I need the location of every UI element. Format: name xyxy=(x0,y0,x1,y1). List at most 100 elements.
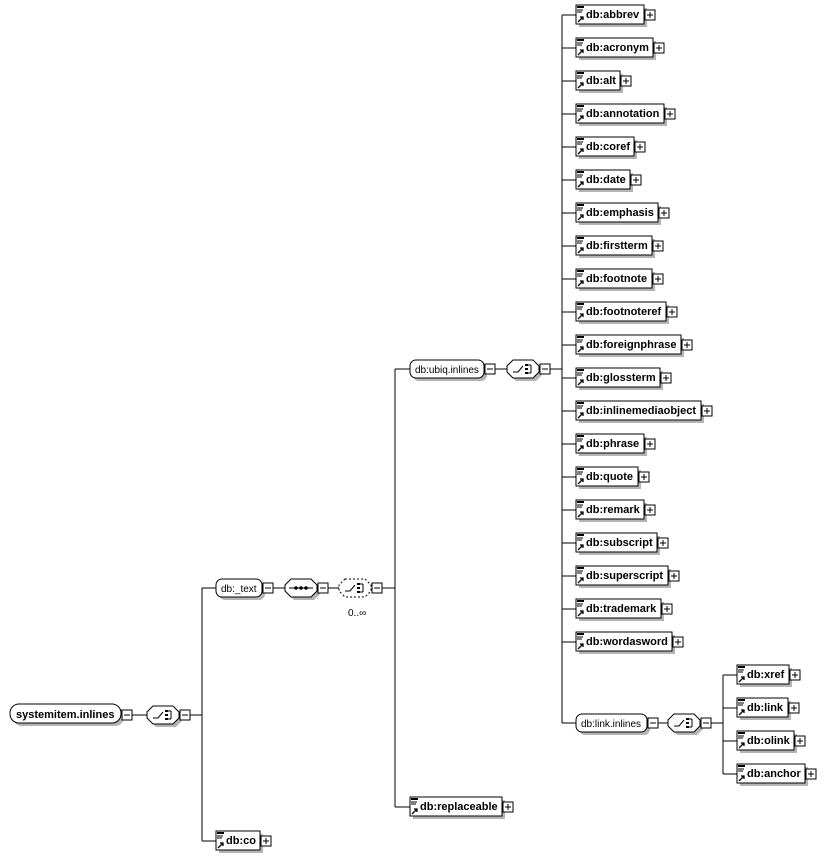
element-link[interactable]: db:link xyxy=(736,697,800,720)
choice-icon xyxy=(686,722,689,724)
element-alt-box xyxy=(575,70,621,91)
element-abbrev-label: db:abbrev xyxy=(586,9,640,21)
choice-icon xyxy=(345,584,356,592)
document-icon xyxy=(738,666,745,668)
reference-arrow-icon xyxy=(577,313,584,320)
reference-arrow-icon xyxy=(577,478,584,485)
element-wordasword[interactable]: db:wordasword xyxy=(575,631,684,654)
root-choice-body xyxy=(146,705,180,725)
element-remark[interactable]: db:remark xyxy=(575,499,656,522)
element-link-box xyxy=(736,697,789,718)
reference-arrow-icon xyxy=(577,445,584,452)
document-icon xyxy=(577,303,584,305)
root-element[interactable]: systemitem.inlines xyxy=(9,703,133,726)
element-footnote-label: db:footnote xyxy=(586,273,647,285)
element-alt-label: db:alt xyxy=(586,75,616,87)
group-link-inlines-label: db:link.inlines xyxy=(581,719,641,730)
document-icon xyxy=(738,699,745,701)
element-olink[interactable]: db:olink xyxy=(736,730,806,753)
element-trademark-box xyxy=(575,598,662,619)
document-icon xyxy=(577,369,584,371)
choice-icon xyxy=(674,719,685,727)
reference-arrow-icon xyxy=(577,181,584,188)
document-icon xyxy=(577,138,584,140)
element-trademark-label: db:trademark xyxy=(586,603,657,615)
choice-occurrence-label: 0..∞ xyxy=(348,608,366,619)
element-emphasis[interactable]: db:emphasis xyxy=(575,202,670,225)
text-sequence xyxy=(284,578,329,600)
element-quote[interactable]: db:quote xyxy=(575,466,650,489)
element-anchor[interactable]: db:anchor xyxy=(736,763,817,786)
group-text-label: db:_text xyxy=(221,584,257,595)
element-inlinemediaobject[interactable]: db:inlinemediaobject xyxy=(575,400,713,423)
element-footnote[interactable]: db:footnote xyxy=(575,268,664,291)
choice-icon xyxy=(165,714,168,716)
document-icon xyxy=(577,105,584,107)
element-abbrev-box xyxy=(575,4,645,25)
element-replaceable-label: db:replaceable xyxy=(420,801,498,813)
reference-arrow-icon xyxy=(738,709,745,716)
element-coref[interactable]: db:coref xyxy=(575,136,646,159)
element-trademark[interactable]: db:trademark xyxy=(575,598,673,621)
choice-icon xyxy=(686,718,689,720)
choice-icon xyxy=(165,710,168,712)
choice-icon xyxy=(525,372,528,374)
document-icon xyxy=(577,402,584,404)
element-foreignphrase-label: db:foreignphrase xyxy=(586,339,676,351)
element-superscript-label: db:superscript xyxy=(586,570,663,582)
text-choice xyxy=(338,578,383,598)
group-ubiq-inlines[interactable]: db:ubiq.inlines xyxy=(409,359,496,381)
reference-arrow-icon xyxy=(577,643,584,650)
element-co[interactable]: db:co xyxy=(215,830,272,853)
element-anchor-label: db:anchor xyxy=(747,768,801,780)
reference-arrow-icon xyxy=(577,544,584,551)
element-olink-label: db:olink xyxy=(747,735,791,747)
reference-arrow-icon xyxy=(738,775,745,782)
choice-icon xyxy=(525,364,528,366)
element-subscript-label: db:subscript xyxy=(586,537,653,549)
element-xref[interactable]: db:xref xyxy=(736,664,801,687)
element-wordasword-label: db:wordasword xyxy=(586,636,668,648)
group-text[interactable]: db:_text xyxy=(215,578,274,600)
element-replaceable[interactable]: db:replaceable xyxy=(409,796,514,819)
element-foreignphrase[interactable]: db:foreignphrase xyxy=(575,334,693,357)
reference-arrow-icon xyxy=(577,379,584,386)
element-firstterm[interactable]: db:firstterm xyxy=(575,235,664,258)
document-icon xyxy=(738,765,745,767)
document-icon xyxy=(577,534,584,536)
element-co-box xyxy=(215,830,261,851)
element-footnoteref[interactable]: db:footnoteref xyxy=(575,301,678,324)
reference-arrow-icon xyxy=(577,511,584,518)
element-superscript[interactable]: db:superscript xyxy=(575,565,680,588)
reference-arrow-icon xyxy=(577,148,584,155)
element-abbrev[interactable]: db:abbrev xyxy=(575,4,656,27)
element-glossterm[interactable]: db:glossterm xyxy=(575,367,672,390)
group-link-inlines[interactable]: db:link.inlines xyxy=(575,713,659,735)
choice-icon xyxy=(525,368,528,370)
element-annotation[interactable]: db:annotation xyxy=(575,103,676,126)
sequence-icon-dot xyxy=(294,586,298,590)
root-choice xyxy=(146,705,191,727)
element-foreignphrase-box xyxy=(575,334,682,355)
document-icon xyxy=(577,633,584,635)
reference-arrow-icon xyxy=(577,214,584,221)
element-replaceable-box xyxy=(409,796,503,817)
sequence-icon-dot xyxy=(304,586,308,590)
document-icon xyxy=(577,72,584,74)
element-acronym[interactable]: db:acronym xyxy=(575,37,665,60)
text-choice-body xyxy=(338,578,372,598)
element-alt[interactable]: db:alt xyxy=(575,70,632,93)
reference-arrow-icon xyxy=(577,115,584,122)
element-inlinemediaobject-label: db:inlinemediaobject xyxy=(586,405,696,417)
document-icon xyxy=(577,6,584,8)
element-co-label: db:co xyxy=(226,835,256,847)
element-subscript[interactable]: db:subscript xyxy=(575,532,669,555)
element-footnote-box xyxy=(575,268,653,289)
element-date[interactable]: db:date xyxy=(575,169,642,192)
document-icon xyxy=(738,732,745,734)
element-acronym-box xyxy=(575,37,654,58)
group-ubiq-inlines-label: db:ubiq.inlines xyxy=(415,365,479,376)
element-coref-box xyxy=(575,136,635,157)
element-phrase[interactable]: db:phrase xyxy=(575,433,656,456)
